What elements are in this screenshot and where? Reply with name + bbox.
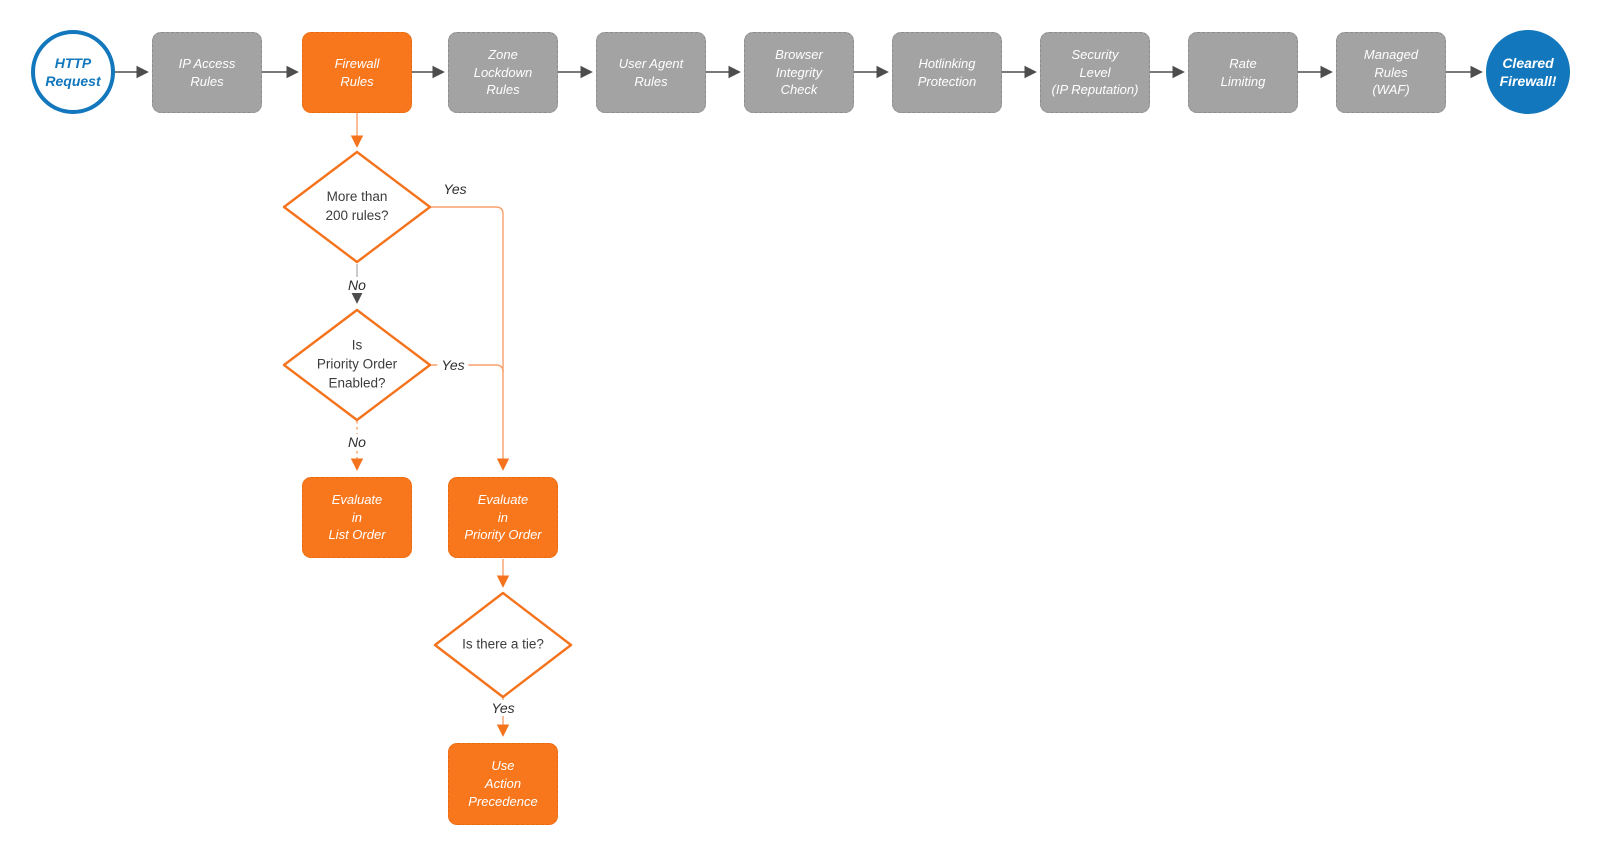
edge-label-d2-yes: Yes — [437, 357, 469, 373]
node-user-agent-rules: User Agent Rules — [596, 32, 706, 113]
diamond-is-there-a-tie — [433, 591, 573, 699]
path-d1-yes-to-priority — [430, 206, 510, 471]
diamond-label-priority-order-enabled: Is Priority Order Enabled? — [316, 337, 398, 391]
node-browser-integrity-check: Browser Integrity Check — [744, 32, 854, 113]
node-cleared-firewall: Cleared Firewall! — [1486, 30, 1570, 114]
node-label: HTTP Request — [45, 54, 101, 89]
node-label: Evaluate in Priority Order — [464, 491, 542, 543]
node-label: Rate Limiting — [1220, 55, 1266, 89]
node-label: Firewall Rules — [334, 55, 380, 89]
node-security-level: Security Level (IP Reputation) — [1040, 32, 1150, 113]
node-firewall-rules: Firewall Rules — [302, 32, 412, 113]
path-d2-yes-merge — [430, 364, 504, 373]
node-label: Use Action Precedence — [468, 758, 538, 809]
node-hotlinking-protection: Hotlinking Protection — [892, 32, 1002, 113]
decision-diamonds — [282, 150, 573, 699]
branch-connectors — [350, 113, 510, 737]
edge-label-d1-no: No — [344, 277, 370, 293]
diamond-priority-order-enabled — [282, 308, 432, 422]
diamond-more-than-200-rules — [282, 150, 432, 264]
node-label: Cleared Firewall! — [1499, 54, 1557, 89]
node-rate-limiting: Rate Limiting — [1188, 32, 1298, 113]
node-http-request: HTTP Request — [31, 30, 115, 114]
node-evaluate-in-priority-order: Evaluate in Priority Order — [448, 477, 558, 558]
node-label: Browser Integrity Check — [775, 46, 823, 98]
node-ip-access-rules: IP Access Rules — [152, 32, 262, 113]
node-label: User Agent Rules — [618, 55, 684, 89]
edge-label-d1-yes: Yes — [439, 181, 471, 197]
node-use-action-precedence: Use Action Precedence — [448, 743, 558, 825]
node-label: Security Level (IP Reputation) — [1051, 46, 1139, 98]
edge-label-d2-no: No — [344, 434, 370, 450]
diamond-label-more-than-200-rules: More than 200 rules? — [325, 189, 389, 223]
node-label: IP Access Rules — [178, 55, 236, 89]
node-label: Zone Lockdown Rules — [473, 46, 533, 98]
node-label: Managed Rules (WAF) — [1363, 46, 1419, 98]
diamond-label-is-there-a-tie: Is there a tie? — [462, 636, 544, 652]
node-evaluate-in-list-order: Evaluate in List Order — [302, 477, 412, 558]
node-label: Hotlinking Protection — [917, 55, 977, 89]
edge-label-d3-yes: Yes — [487, 700, 519, 716]
node-label: Evaluate in List Order — [328, 491, 386, 543]
node-managed-rules-waf: Managed Rules (WAF) — [1336, 32, 1446, 113]
node-zone-lockdown-rules: Zone Lockdown Rules — [448, 32, 558, 113]
